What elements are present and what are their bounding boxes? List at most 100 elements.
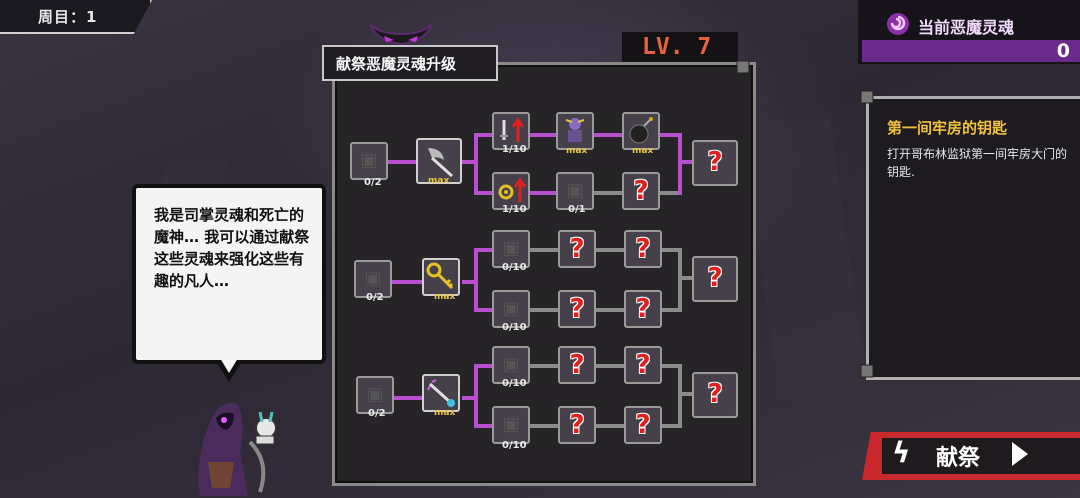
soul-counter: 当前恶魔灵魂 0 xyxy=(858,0,1080,64)
connector-line xyxy=(596,308,624,312)
upgrade-node-key[interactable] xyxy=(422,258,460,296)
upgrade-node-unknown[interactable]: ? xyxy=(624,230,662,268)
connector-line xyxy=(678,276,694,280)
connector-line xyxy=(474,248,478,312)
node-count: 1/10 xyxy=(502,204,527,215)
dialog-text: 我是司掌灵魂和死亡的魔神… 我可以通过献祭这些灵魂来强化这些有趣的凡人… xyxy=(154,206,310,290)
sacrifice-icon: ϟ xyxy=(892,436,911,469)
connector-line xyxy=(530,424,558,428)
locked-skill-icon: ▣ xyxy=(566,180,584,201)
unknown-mark: ? xyxy=(569,234,585,264)
connector-line xyxy=(662,424,680,428)
sacrifice-button[interactable]: ϟ 献祭 xyxy=(862,432,1080,480)
play-arrow-icon xyxy=(1012,442,1028,466)
connector-line xyxy=(474,308,492,312)
sacrifice-button-label: 献祭 xyxy=(936,446,981,471)
upgrade-node-locked[interactable]: ▣ xyxy=(356,376,394,414)
cycle-indicator: 周目：1 xyxy=(0,0,152,34)
connector-line xyxy=(678,248,682,312)
upgrade-node-unknown[interactable]: ? xyxy=(692,372,738,418)
background-rock xyxy=(740,120,870,400)
connector-line xyxy=(474,424,492,428)
upgrade-node-unknown[interactable]: ? xyxy=(624,406,662,444)
connector-line xyxy=(394,396,422,400)
unknown-mark: ? xyxy=(633,176,649,206)
unknown-mark: ? xyxy=(635,350,651,380)
connector-line xyxy=(462,396,476,400)
soul-counter-value: 0 xyxy=(1056,40,1070,62)
soul-demon-character xyxy=(198,402,277,496)
unknown-mark: ? xyxy=(707,147,723,177)
connector-line xyxy=(388,160,416,164)
warrior-icon xyxy=(565,118,585,142)
upgrade-node-locked[interactable]: ▣ xyxy=(354,260,392,298)
level-badge: LV. 7 xyxy=(622,32,738,62)
dialog-bubble: 我是司掌灵魂和死亡的魔神… 我可以通过献祭这些灵魂来强化这些有趣的凡人… xyxy=(132,184,326,364)
upgrade-node-unknown[interactable]: ? xyxy=(692,256,738,302)
connector-line xyxy=(662,308,680,312)
connector-line xyxy=(594,191,622,195)
upgrade-node-locked[interactable]: ▣ xyxy=(556,172,594,210)
upgrade-node-wand[interactable] xyxy=(422,374,460,412)
connector-line xyxy=(530,191,556,195)
upgrade-tree-panel xyxy=(332,62,756,486)
locked-skill-icon: ▣ xyxy=(360,150,378,171)
connector-line xyxy=(596,364,624,368)
locked-skill-icon: ▣ xyxy=(502,238,520,259)
upgrade-node-locked[interactable]: ▣ xyxy=(492,290,530,328)
connector-line xyxy=(474,133,492,137)
upgrade-node-unknown[interactable]: ? xyxy=(558,230,596,268)
unknown-mark: ? xyxy=(707,263,723,293)
upgrade-node-attack[interactable] xyxy=(492,112,530,150)
upgrade-node-unknown[interactable]: ? xyxy=(624,346,662,384)
connector-line xyxy=(678,392,694,396)
panel-title: 献祭恶魔灵魂升级 xyxy=(336,55,457,73)
gold-key-icon xyxy=(426,262,454,290)
unknown-mark: ? xyxy=(635,234,651,264)
upgrade-node-locked[interactable]: ▣ xyxy=(492,346,530,384)
corner-bolt-icon xyxy=(860,364,874,378)
node-max-label: max xyxy=(434,292,456,302)
locked-skill-icon: ▣ xyxy=(502,354,520,375)
connector-line xyxy=(660,191,680,195)
upgrade-node-unknown[interactable]: ? xyxy=(622,172,660,210)
demon-horns-icon xyxy=(369,23,433,46)
upgrade-info-description: 打开哥布林监狱第一间牢房大门的钥匙. xyxy=(887,147,1068,179)
connector-line xyxy=(678,160,694,164)
upgrade-node-locked[interactable]: ▣ xyxy=(350,142,388,180)
node-count: 0/2 xyxy=(368,408,386,419)
connector-line xyxy=(596,248,624,252)
upgrade-node-unknown[interactable]: ? xyxy=(558,290,596,328)
node-max-label: max xyxy=(566,146,588,156)
upgrade-node-bomb[interactable] xyxy=(622,112,660,150)
upgrade-node-axe[interactable] xyxy=(416,138,462,184)
corner-bolt-icon xyxy=(736,60,750,74)
unknown-mark: ? xyxy=(569,294,585,324)
upgrade-node-unknown[interactable]: ? xyxy=(558,346,596,384)
upgrade-node-locked[interactable]: ▣ xyxy=(492,230,530,268)
upgrade-node-gear[interactable] xyxy=(492,172,530,210)
node-count: 0/2 xyxy=(364,177,382,188)
locked-skill-icon: ▣ xyxy=(502,414,520,435)
connector-line xyxy=(474,191,492,195)
upgrade-node-locked[interactable]: ▣ xyxy=(492,406,530,444)
upgrade-node-character[interactable] xyxy=(556,112,594,150)
locked-skill-icon: ▣ xyxy=(364,268,382,289)
upgrade-node-unknown[interactable]: ? xyxy=(558,406,596,444)
soul-counter-bar xyxy=(862,40,1080,62)
soul-counter-title: 当前恶魔灵魂 xyxy=(918,18,1015,37)
node-count: 1/10 xyxy=(502,144,527,155)
connector-line xyxy=(594,133,622,137)
unknown-mark: ? xyxy=(635,294,651,324)
level-label: LV. 7 xyxy=(642,34,712,60)
connector-line xyxy=(530,364,558,368)
upgrade-node-unknown[interactable]: ? xyxy=(692,140,738,186)
upgrade-node-unknown[interactable]: ? xyxy=(624,290,662,328)
node-max-label: max xyxy=(434,408,456,418)
unknown-mark: ? xyxy=(707,379,723,409)
sacrifice-button-band xyxy=(882,438,1080,474)
connector-line xyxy=(662,364,680,368)
unknown-mark: ? xyxy=(569,410,585,440)
upgrade-info-title: 第一间牢房的钥匙 xyxy=(887,119,1008,137)
